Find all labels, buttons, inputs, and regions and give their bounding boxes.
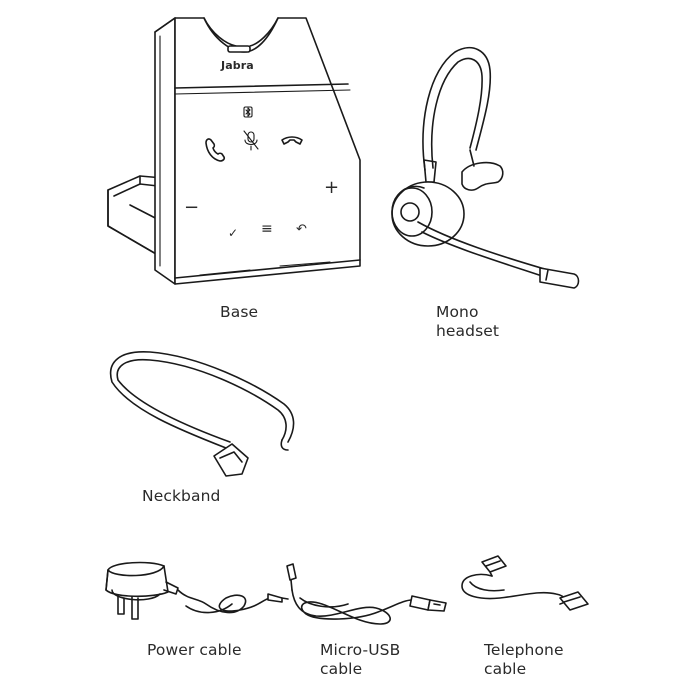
neckband-label: Neckband: [142, 487, 221, 505]
volume-up-button[interactable]: +: [324, 177, 340, 198]
call-answer-icon: [205, 138, 226, 162]
check-button[interactable]: ✓: [228, 226, 239, 240]
mute-icon: [243, 130, 259, 151]
bluetooth-icon: [243, 106, 253, 118]
power-cable-label: Power cable: [147, 641, 242, 659]
back-button[interactable]: ↶: [296, 222, 307, 237]
micro-usb-label-line1: Micro-USB: [320, 641, 401, 659]
base-label: Base: [220, 303, 259, 321]
telephone-cable-label-line1: Telephone: [484, 641, 564, 659]
volume-down-button[interactable]: −: [184, 197, 200, 218]
micro-usb-label-line2: cable: [320, 660, 363, 678]
mono-headset-label-line1: Mono: [436, 303, 479, 321]
call-end-icon: [281, 136, 303, 145]
mono-headset-label-line2: headset: [436, 322, 500, 340]
brand-logo: Jabra: [221, 59, 254, 72]
menu-button[interactable]: ≡: [261, 221, 273, 237]
telephone-cable-label-line2: cable: [484, 660, 527, 678]
